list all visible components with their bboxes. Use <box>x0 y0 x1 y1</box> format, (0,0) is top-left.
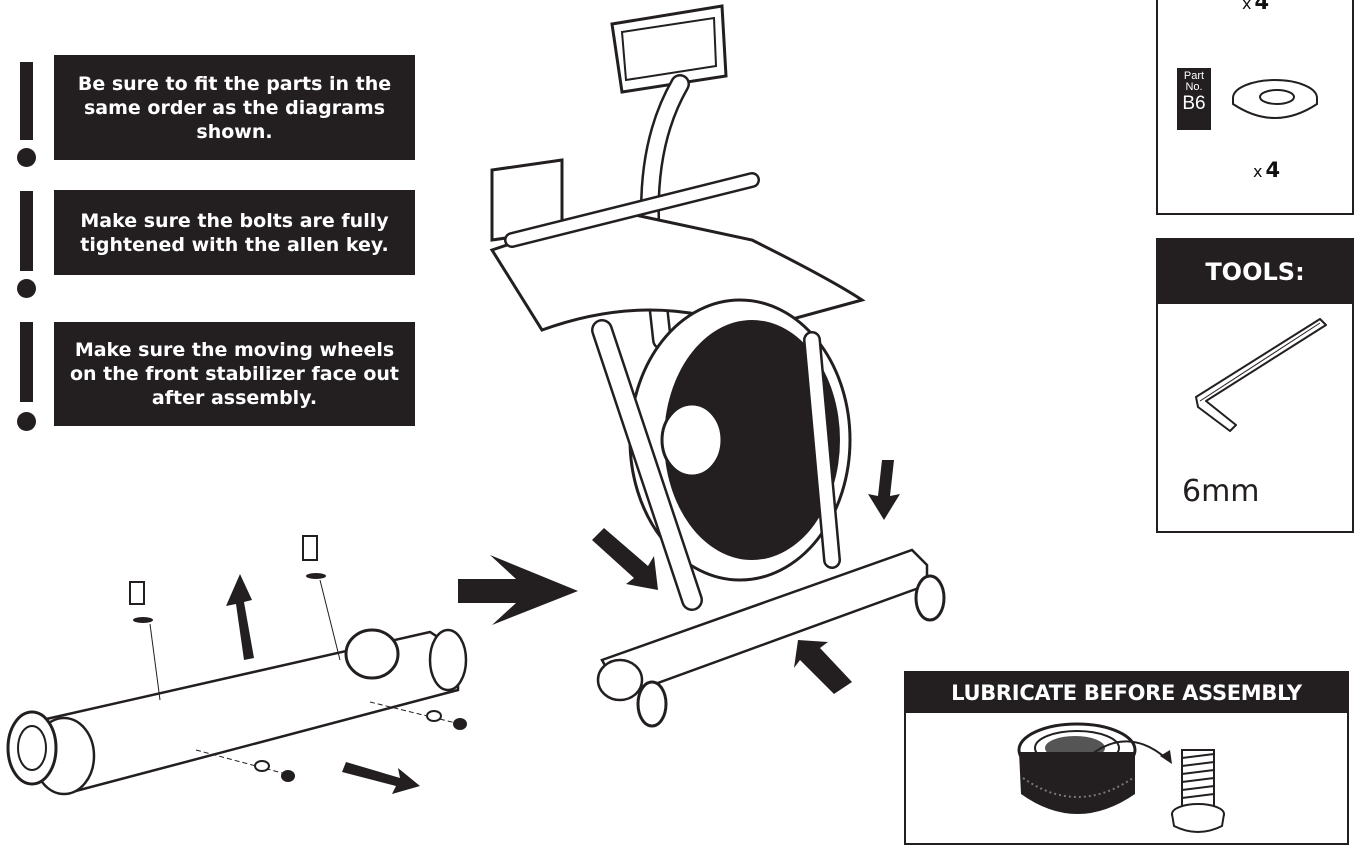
grease-jar-icon <box>1017 722 1137 814</box>
assembly-note-wheels: Make sure the moving wheels on the front… <box>54 322 415 426</box>
exclamation-icon <box>12 322 42 432</box>
tools-box: TOOLS: 6mm <box>1156 238 1354 533</box>
front-stabilizer-diagram <box>6 535 468 796</box>
exclamation-icon <box>12 191 42 299</box>
allen-key-icon <box>1195 318 1327 432</box>
bolt-icon <box>1171 749 1225 833</box>
part-number-tag: Part No. B6 <box>1177 68 1211 130</box>
washer-icon <box>1232 79 1318 119</box>
lubricate-box: LUBRICATE BEFORE ASSEMBLY <box>904 671 1349 845</box>
assembly-note-order: Be sure to fit the parts in the same ord… <box>54 55 415 160</box>
tool-size-label: 6mm <box>1182 474 1260 509</box>
lube-arrow-icon <box>1091 740 1172 764</box>
lubricate-header: LUBRICATE BEFORE ASSEMBLY <box>906 673 1347 713</box>
air-bike-diagram <box>489 4 946 728</box>
tools-header: TOOLS: <box>1158 240 1352 304</box>
direction-arrow-icon <box>458 555 578 625</box>
assembly-note-bolts: Make sure the bolts are fully tightened … <box>54 190 415 275</box>
exclamation-icon <box>12 62 42 167</box>
